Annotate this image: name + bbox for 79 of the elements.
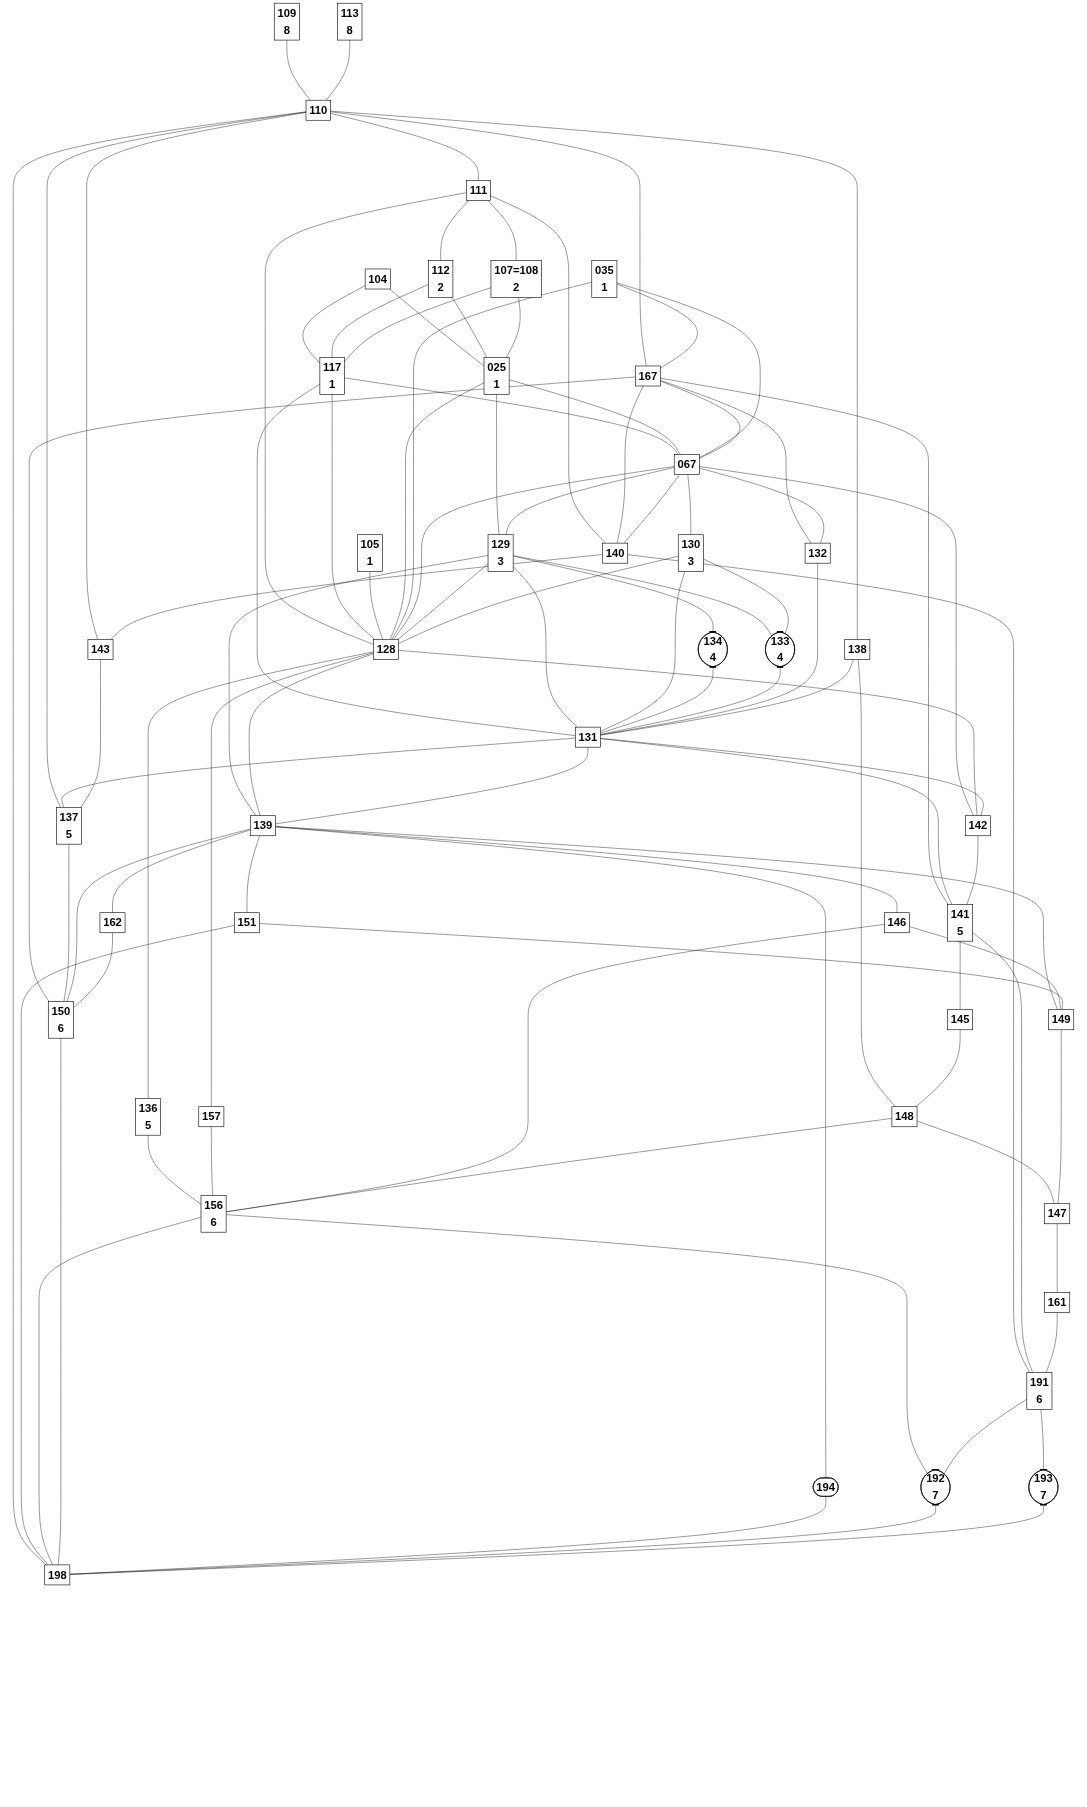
connector xyxy=(699,467,825,544)
node-box: 129 3 xyxy=(487,534,514,572)
node-box: 136 5 xyxy=(135,1098,161,1136)
node-box: 138 xyxy=(844,639,871,660)
node-box: 139 xyxy=(250,815,276,837)
connector xyxy=(1040,1409,1044,1470)
node-box: 109 8 xyxy=(273,2,300,41)
node-box: 151 xyxy=(234,912,260,934)
connector xyxy=(275,746,589,825)
node-box: 156 6 xyxy=(200,1195,227,1233)
connector xyxy=(451,297,487,358)
node-box: 025 1 xyxy=(483,357,510,395)
connector xyxy=(600,667,781,735)
connector xyxy=(344,287,492,362)
connector xyxy=(600,667,714,734)
node-box: 105 1 xyxy=(357,534,383,572)
connector xyxy=(627,554,1030,1373)
node-box: 148 xyxy=(891,1106,918,1128)
connector xyxy=(69,1496,827,1575)
node-box: 141 5 xyxy=(947,904,973,942)
node-box: 113 8 xyxy=(337,2,363,41)
node-box: 117 1 xyxy=(319,357,345,395)
node-box: 132 xyxy=(804,542,831,564)
connector xyxy=(600,562,818,736)
node-box: 149 xyxy=(1048,1009,1075,1031)
connector xyxy=(330,110,858,640)
connector xyxy=(275,826,827,1479)
node-box: 157 xyxy=(198,1106,225,1128)
connector xyxy=(110,554,603,640)
node-box: 140 xyxy=(602,542,629,564)
connector xyxy=(857,659,896,1107)
node-box: 035 1 xyxy=(591,260,618,298)
node-box: 162 xyxy=(99,912,126,934)
node-box: 161 xyxy=(1044,1292,1071,1313)
node-box: 143 xyxy=(87,639,114,660)
node-box: 146 xyxy=(884,912,910,934)
node-box: 111 xyxy=(466,180,491,201)
node-box: 107=108 2 xyxy=(490,260,542,298)
node-box: 167 xyxy=(635,365,661,387)
node-box: 067 xyxy=(673,454,700,475)
connector xyxy=(391,282,592,640)
node-box: 150 6 xyxy=(48,1001,74,1039)
connector xyxy=(13,111,307,1566)
node-box: 191 6 xyxy=(1026,1372,1053,1410)
connector xyxy=(616,282,761,458)
connector xyxy=(660,377,949,905)
connector xyxy=(344,377,679,455)
connector xyxy=(80,659,101,808)
connector xyxy=(259,923,1063,1010)
connector xyxy=(909,926,1061,1010)
node-box: 128 xyxy=(373,639,399,660)
node-box: 104 xyxy=(364,268,391,290)
node-box: 198 xyxy=(44,1564,71,1586)
node-box: 130 3 xyxy=(677,534,704,572)
connector xyxy=(211,652,374,1107)
node-box: 112 2 xyxy=(428,260,454,298)
connector xyxy=(512,555,773,637)
connector xyxy=(623,474,680,544)
node-box: 145 xyxy=(947,1009,973,1031)
connector xyxy=(600,659,854,736)
connector xyxy=(660,380,741,459)
connector xyxy=(703,558,789,635)
connector xyxy=(330,111,647,367)
connector xyxy=(915,1029,961,1107)
node-box: 147 xyxy=(1044,1203,1071,1225)
node-box: 110 xyxy=(305,99,331,121)
connector xyxy=(331,394,375,640)
connector xyxy=(699,466,974,816)
connector xyxy=(600,738,953,905)
connector xyxy=(512,566,578,728)
connector xyxy=(46,111,307,808)
connector xyxy=(112,829,251,913)
connector xyxy=(330,113,479,181)
node-box: 131 xyxy=(574,726,601,748)
node-box: 142 xyxy=(965,815,991,837)
connector xyxy=(29,376,636,1002)
connector xyxy=(943,1398,1027,1475)
node-box: 137 5 xyxy=(56,807,82,845)
connector xyxy=(506,297,521,358)
